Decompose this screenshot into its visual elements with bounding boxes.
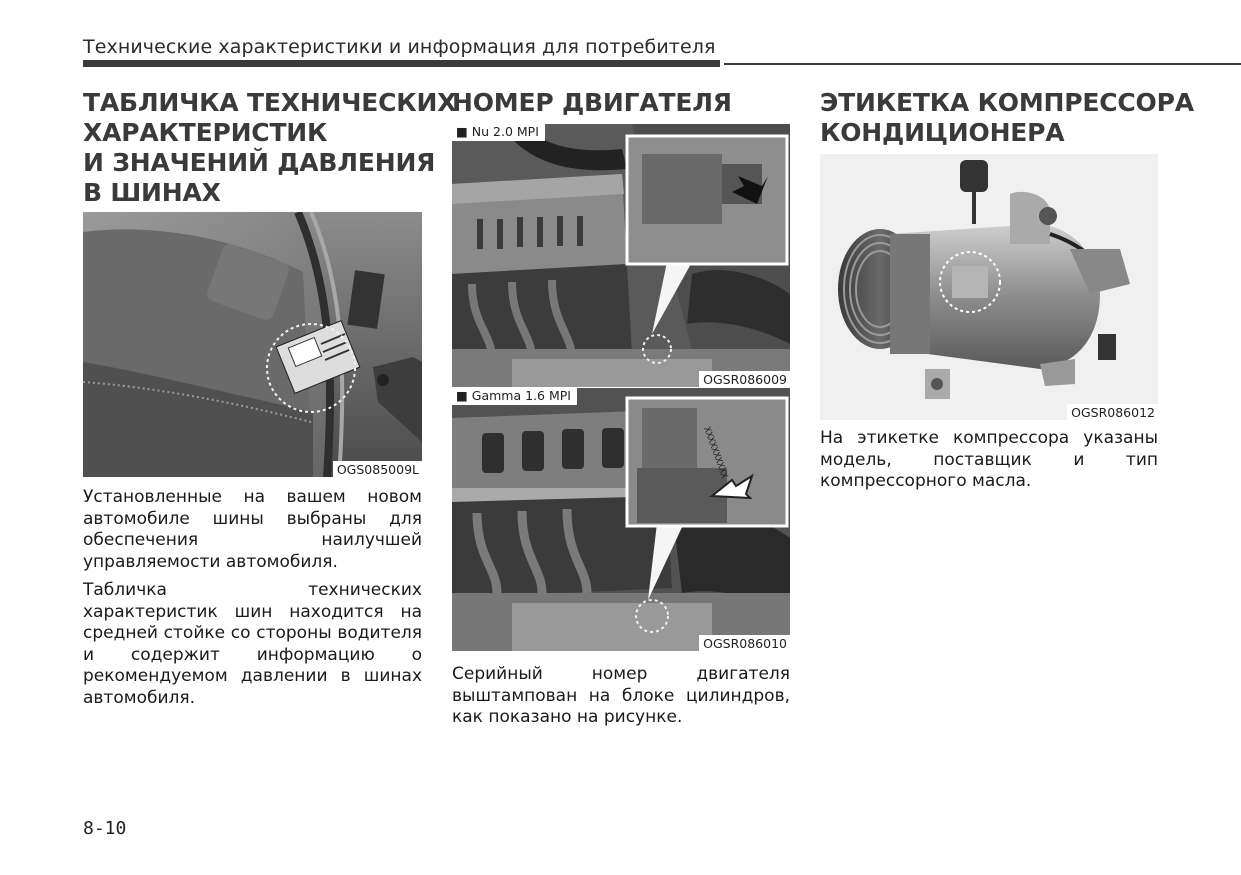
figure-code: OGSR086009 [699, 371, 790, 387]
engine-paragraph: Серийный номер двигателя выштампован на … [452, 664, 790, 727]
header-rule-thin [724, 63, 1241, 65]
heading-ac-compressor: ЭТИКЕТКА КОМПРЕССОРА КОНДИЦИОНЕРА [820, 88, 1194, 148]
heading-line: ЭТИКЕТКА КОМПРЕССОРА [820, 88, 1194, 117]
engine-variant-tag: ■ Nu 2.0 MPI [452, 124, 545, 141]
heading-tire-placard: ТАБЛИЧКА ТЕХНИЧЕСКИХ ХАРАКТЕРИСТИК И ЗНА… [83, 88, 457, 208]
figure-code: OGSR086010 [699, 635, 790, 651]
figure-code: OGSR086012 [1067, 404, 1158, 420]
tire-paragraph-1: Установленные на вашем новом автомобиле … [83, 487, 422, 572]
running-header: Технические характеристики и информация … [83, 36, 716, 58]
heading-line: КОНДИЦИОНЕРА [820, 118, 1065, 147]
heading-engine-number: НОМЕР ДВИГАТЕЛЯ [452, 88, 732, 117]
heading-line: В ШИНАХ [83, 178, 221, 207]
engine-gamma-figure: XXXXXXXXXX ■ Gamma 1.6 MPI OGSR086010 [452, 388, 790, 651]
page-number: 8-10 [83, 818, 127, 839]
engine-variant-tag: ■ Gamma 1.6 MPI [452, 388, 577, 405]
tire-paragraph-2: Табличка технических характеристик шин н… [83, 580, 422, 708]
heading-line: И ЗНАЧЕНИЙ ДАВЛЕНИЯ [83, 148, 436, 177]
figure-code: OGS085009L [332, 461, 422, 477]
ac-compressor-figure: OGSR086012 [820, 154, 1158, 420]
compressor-illustration [820, 154, 1158, 420]
gamma-engine-illustration: XXXXXXXXXX [452, 388, 790, 651]
heading-line: ХАРАКТЕРИСТИК [83, 118, 328, 147]
compressor-paragraph: На этикетке компрессора указаны модель, … [820, 428, 1158, 491]
tire-placard-figure: OGS085009L [83, 212, 422, 477]
nu-engine-illustration [452, 124, 790, 387]
engine-nu-figure: ■ Nu 2.0 MPI OGSR086009 [452, 124, 790, 387]
b-pillar-illustration [83, 212, 422, 477]
heading-line: ТАБЛИЧКА ТЕХНИЧЕСКИХ [83, 88, 457, 117]
header-rule-thick [83, 60, 720, 67]
